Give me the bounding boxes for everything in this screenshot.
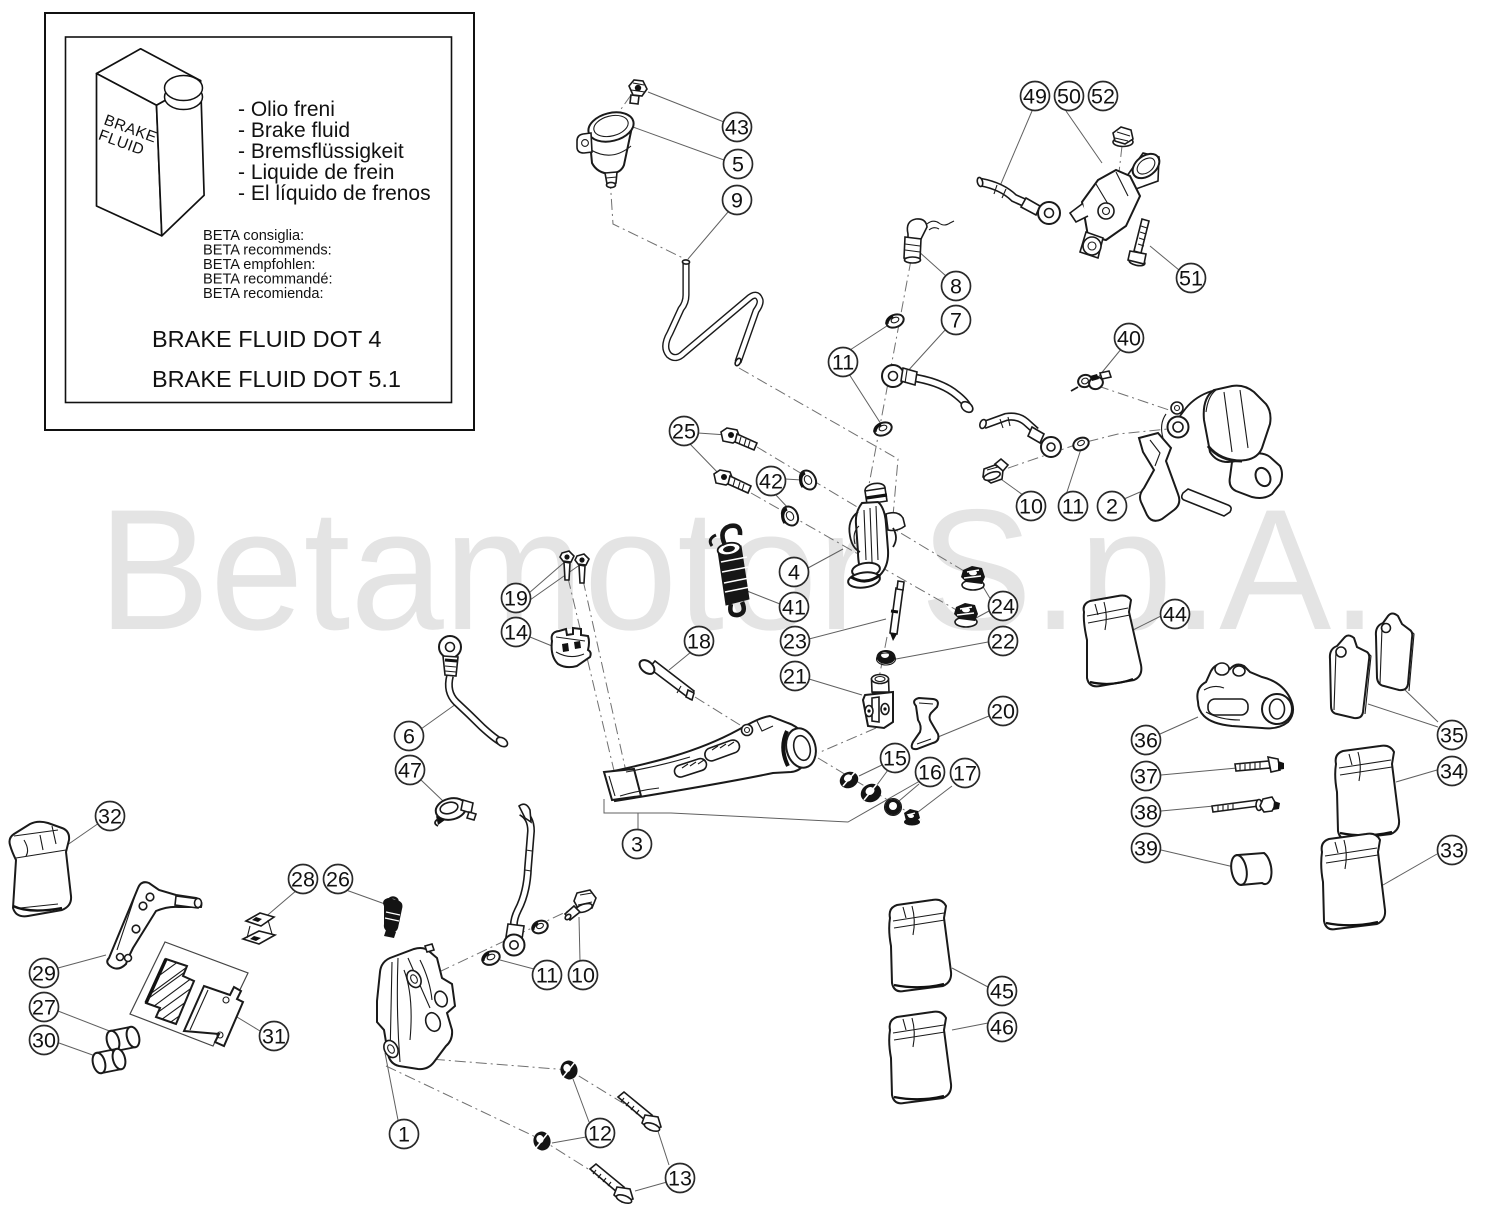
svg-text:1: 1 xyxy=(398,1123,410,1147)
svg-text:24: 24 xyxy=(991,595,1015,619)
svg-text:- El líquido de frenos: - El líquido de frenos xyxy=(238,182,431,205)
svg-text:BETA empfohlen:: BETA empfohlen: xyxy=(203,257,316,273)
svg-text:11: 11 xyxy=(1062,495,1084,519)
svg-text:BRAKE FLUID DOT 4: BRAKE FLUID DOT 4 xyxy=(152,326,381,352)
svg-text:51: 51 xyxy=(1179,267,1203,291)
svg-text:49: 49 xyxy=(1023,85,1047,109)
svg-text:BRAKE FLUID DOT 5.1: BRAKE FLUID DOT 5.1 xyxy=(152,366,401,392)
svg-text:22: 22 xyxy=(991,630,1015,654)
svg-text:46: 46 xyxy=(990,1016,1014,1040)
svg-text:13: 13 xyxy=(668,1167,692,1191)
svg-text:BETA recommandé:: BETA recommandé: xyxy=(203,272,333,288)
svg-text:45: 45 xyxy=(990,980,1014,1004)
svg-text:26: 26 xyxy=(326,868,350,892)
svg-text:28: 28 xyxy=(291,868,315,892)
svg-text:31: 31 xyxy=(262,1025,286,1049)
svg-text:7: 7 xyxy=(950,309,962,333)
svg-text:29: 29 xyxy=(32,962,56,986)
svg-text:15: 15 xyxy=(883,747,907,771)
svg-text:30: 30 xyxy=(32,1029,56,1053)
svg-text:- Brake fluid: - Brake fluid xyxy=(238,119,350,142)
svg-text:38: 38 xyxy=(1134,801,1158,825)
svg-text:25: 25 xyxy=(672,420,696,444)
svg-text:- Bremsflüssigkeit: - Bremsflüssigkeit xyxy=(238,140,404,163)
svg-text:39: 39 xyxy=(1134,837,1158,861)
svg-text:20: 20 xyxy=(991,700,1015,724)
svg-text:18: 18 xyxy=(687,630,711,654)
svg-text:6: 6 xyxy=(403,725,415,749)
svg-text:32: 32 xyxy=(98,805,122,829)
svg-text:43: 43 xyxy=(725,116,749,140)
svg-text:41: 41 xyxy=(782,596,806,620)
svg-text:23: 23 xyxy=(783,630,807,654)
svg-text:14: 14 xyxy=(504,621,528,645)
svg-text:34: 34 xyxy=(1440,760,1464,784)
svg-text:10: 10 xyxy=(571,964,595,988)
svg-text:11: 11 xyxy=(536,964,558,988)
svg-text:27: 27 xyxy=(32,996,56,1020)
svg-text:19: 19 xyxy=(504,587,528,611)
svg-text:- Olio freni: - Olio freni xyxy=(238,98,335,121)
svg-text:21: 21 xyxy=(783,665,807,689)
svg-text:11: 11 xyxy=(832,351,854,375)
svg-text:33: 33 xyxy=(1440,839,1464,863)
svg-text:37: 37 xyxy=(1134,765,1158,789)
svg-text:4: 4 xyxy=(788,561,800,585)
svg-text:35: 35 xyxy=(1440,724,1464,748)
svg-text:42: 42 xyxy=(759,470,783,494)
svg-text:50: 50 xyxy=(1057,85,1081,109)
svg-text:16: 16 xyxy=(918,761,942,785)
svg-text:BETA recommends:: BETA recommends: xyxy=(203,243,332,259)
svg-text:44: 44 xyxy=(1163,603,1187,627)
svg-text:- Liquide de frein: - Liquide de frein xyxy=(238,161,394,184)
svg-text:36: 36 xyxy=(1134,729,1158,753)
svg-text:9: 9 xyxy=(731,189,743,213)
svg-text:5: 5 xyxy=(732,153,744,177)
svg-text:47: 47 xyxy=(398,759,422,783)
svg-text:10: 10 xyxy=(1019,495,1043,519)
svg-text:40: 40 xyxy=(1117,327,1141,351)
svg-text:2: 2 xyxy=(1106,495,1118,519)
svg-text:BETA consiglia:: BETA consiglia: xyxy=(203,228,304,244)
svg-text:8: 8 xyxy=(950,275,962,299)
svg-text:12: 12 xyxy=(588,1122,612,1146)
svg-text:17: 17 xyxy=(953,762,977,786)
svg-text:52: 52 xyxy=(1091,85,1115,109)
svg-text:BETA recomienda:: BETA recomienda: xyxy=(203,286,324,302)
svg-text:3: 3 xyxy=(631,833,643,857)
